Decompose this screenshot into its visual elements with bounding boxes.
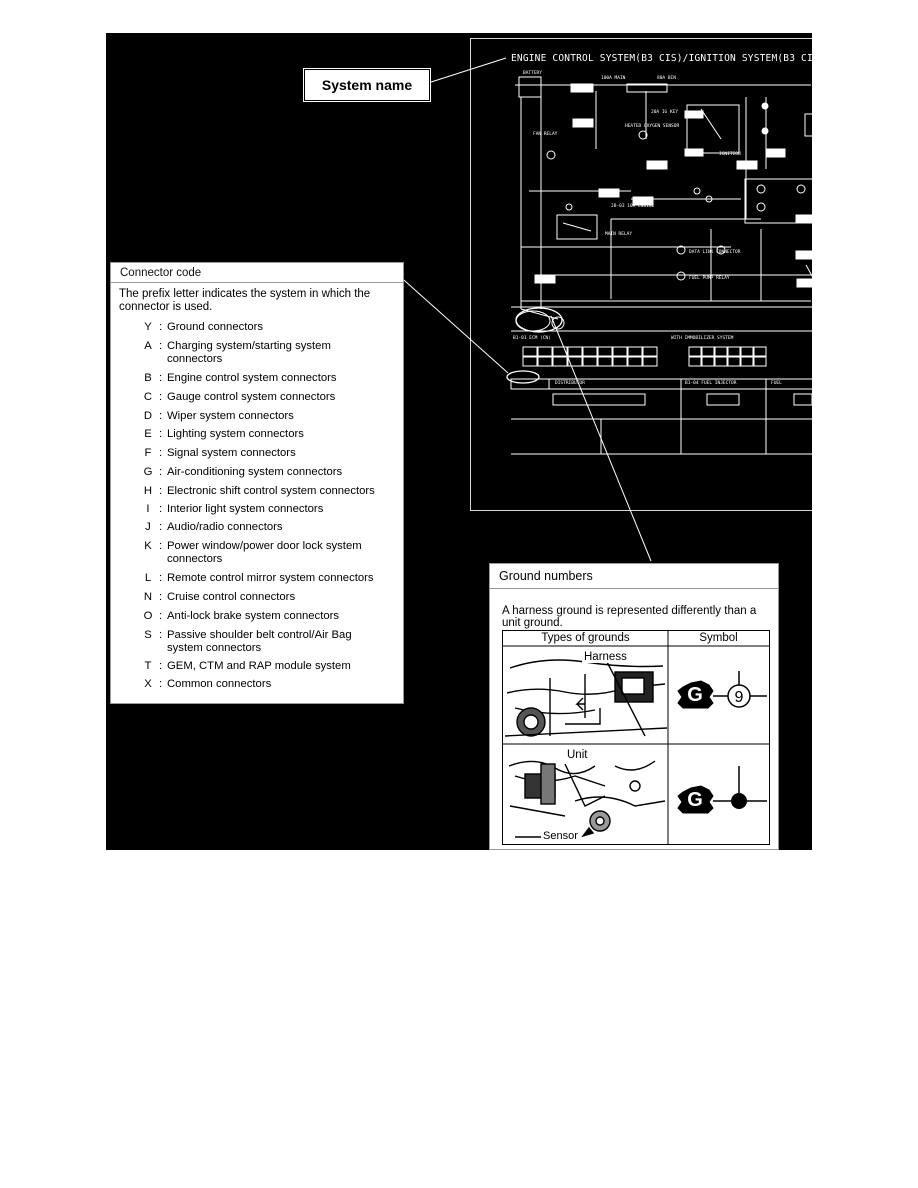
connector-code-text: Interior light system connectors [167,503,324,515]
connector-code-text: Charging system/starting system connecto… [167,340,331,365]
connector-code-box: Connector code The prefix letter indicat… [110,262,404,704]
connector-code-letter: I [146,503,150,515]
connector-code-text: Electronic shift control system connecto… [167,485,375,497]
svg-text:B1-01 ECM (CN): B1-01 ECM (CN) [513,335,551,341]
callout-leader-lines [395,57,652,562]
connector-code-text: Remote control mirror system connectors [167,572,374,584]
wiring-diagram-title: ENGINE CONTROL SYSTEM(B3 CIS)/IGNITION S… [511,53,812,64]
harness-symbol-number: 9 [735,689,744,706]
connector-code-title: Connector code [111,263,403,283]
connector-code-text: Audio/radio connectors [167,521,283,533]
svg-text:20A IG KEY: 20A IG KEY [651,109,678,115]
unit-ground-photo [505,746,667,842]
connector-code-letter: C [143,391,153,403]
svg-text:WITH IMMOBILIZER SYSTEM: WITH IMMOBILIZER SYSTEM [671,335,734,341]
ground-numbers-description: A harness ground is represented differen… [502,605,757,629]
connector-code-text: Air-conditioning system connectors [167,466,343,478]
connector-code-letter: S [144,629,152,641]
connector-code-text: Wiper system connectors [167,410,294,422]
types-of-grounds-header: Types of grounds [541,632,630,644]
ground-table-grid [503,631,769,844]
svg-text:FUEL PUMP RELAY: FUEL PUMP RELAY [689,275,730,281]
connector-code-text: Ground connectors [167,321,264,333]
connector-code-text: Passive shoulder belt control/Air Bag sy… [167,629,352,654]
svg-text:FAN RELAY: FAN RELAY [533,131,558,137]
connector-code-text: Cruise control connectors [167,591,296,603]
ground-types-table: Types of grounds Symbol [502,630,770,845]
svg-text:DATA LINK CONNECTOR: DATA LINK CONNECTOR [689,249,741,255]
connector-code-text: Engine control system connectors [167,372,337,384]
connector-code-letter: O [143,610,153,622]
connector-code-letter: T [144,660,152,672]
connector-code-letter: N [143,591,153,603]
svg-text:B1-04 FUEL INJECTOR: B1-04 FUEL INJECTOR [685,380,737,386]
connector-code-letter: L [144,572,152,584]
harness-ground-photo [505,648,667,742]
svg-text:JB-03 10A ENGINE: JB-03 10A ENGINE [611,203,655,209]
connector-code-letter: H [143,485,153,497]
svg-text:MAIN RELAY: MAIN RELAY [605,231,632,237]
harness-ground-symbol-icon: G 9 [677,671,767,709]
wiring-diagram-schematic: BATTERY 100A MAIN 80A BIN 20A IG KEY HEA… [510,70,812,455]
harness-label: Harness [582,651,629,663]
ground-numbers-box: Ground numbers A harness ground is repre… [489,563,779,850]
unit-symbol-letter: G [687,789,703,811]
symbol-header: Symbol [699,632,738,644]
connector-code-text: Anti-lock brake system connectors [167,610,340,622]
sensor-callout: Sensor [541,830,580,842]
svg-text:100A MAIN: 100A MAIN [601,75,626,81]
connector-code-letter: K [144,540,152,552]
connector-code-description: The prefix letter indicates the system i… [119,288,371,313]
connector-code-letter: X [144,678,152,690]
connector-code-text: Common connectors [167,678,272,690]
svg-text:BATTERY: BATTERY [523,70,542,76]
connector-code-letter: A [144,340,152,352]
unit-ground-symbol-icon: G [677,766,767,814]
connector-code-text: Signal system connectors [167,447,296,459]
connector-code-text: GEM, CTM and RAP module system [167,660,351,672]
system-name-label: System name [304,69,430,101]
svg-text:FUEL: FUEL [771,380,782,386]
connector-code-letter: B [144,372,152,384]
unit-label: Unit [565,749,590,761]
connector-code-text: Lighting system connectors [167,428,304,440]
svg-text:HEATED OXYGEN SENSOR: HEATED OXYGEN SENSOR [625,123,679,129]
svg-text:IGNITION: IGNITION [719,151,741,157]
connector-code-letter: E [144,428,152,440]
connector-code-letter: F [144,447,152,459]
connector-code-letter: Y [144,321,152,333]
wiring-diagram-frame: BATTERY 100A MAIN 80A BIN 20A IG KEY HEA… [470,38,812,511]
ground-numbers-title: Ground numbers [490,564,778,589]
harness-symbol-letter: G [687,684,703,706]
connector-code-text: Power window/power door lock system conn… [167,540,362,565]
svg-text:DISTRIBUTOR: DISTRIBUTOR [555,380,585,386]
manual-illustration-panel: BATTERY 100A MAIN 80A BIN 20A IG KEY HEA… [106,33,812,850]
connector-code-letter: G [143,466,153,478]
connector-code-letter: D [143,410,153,422]
svg-text:80A BIN: 80A BIN [657,75,676,81]
connector-code-letter: J [145,521,151,533]
connector-code-text: Gauge control system connectors [167,391,336,403]
